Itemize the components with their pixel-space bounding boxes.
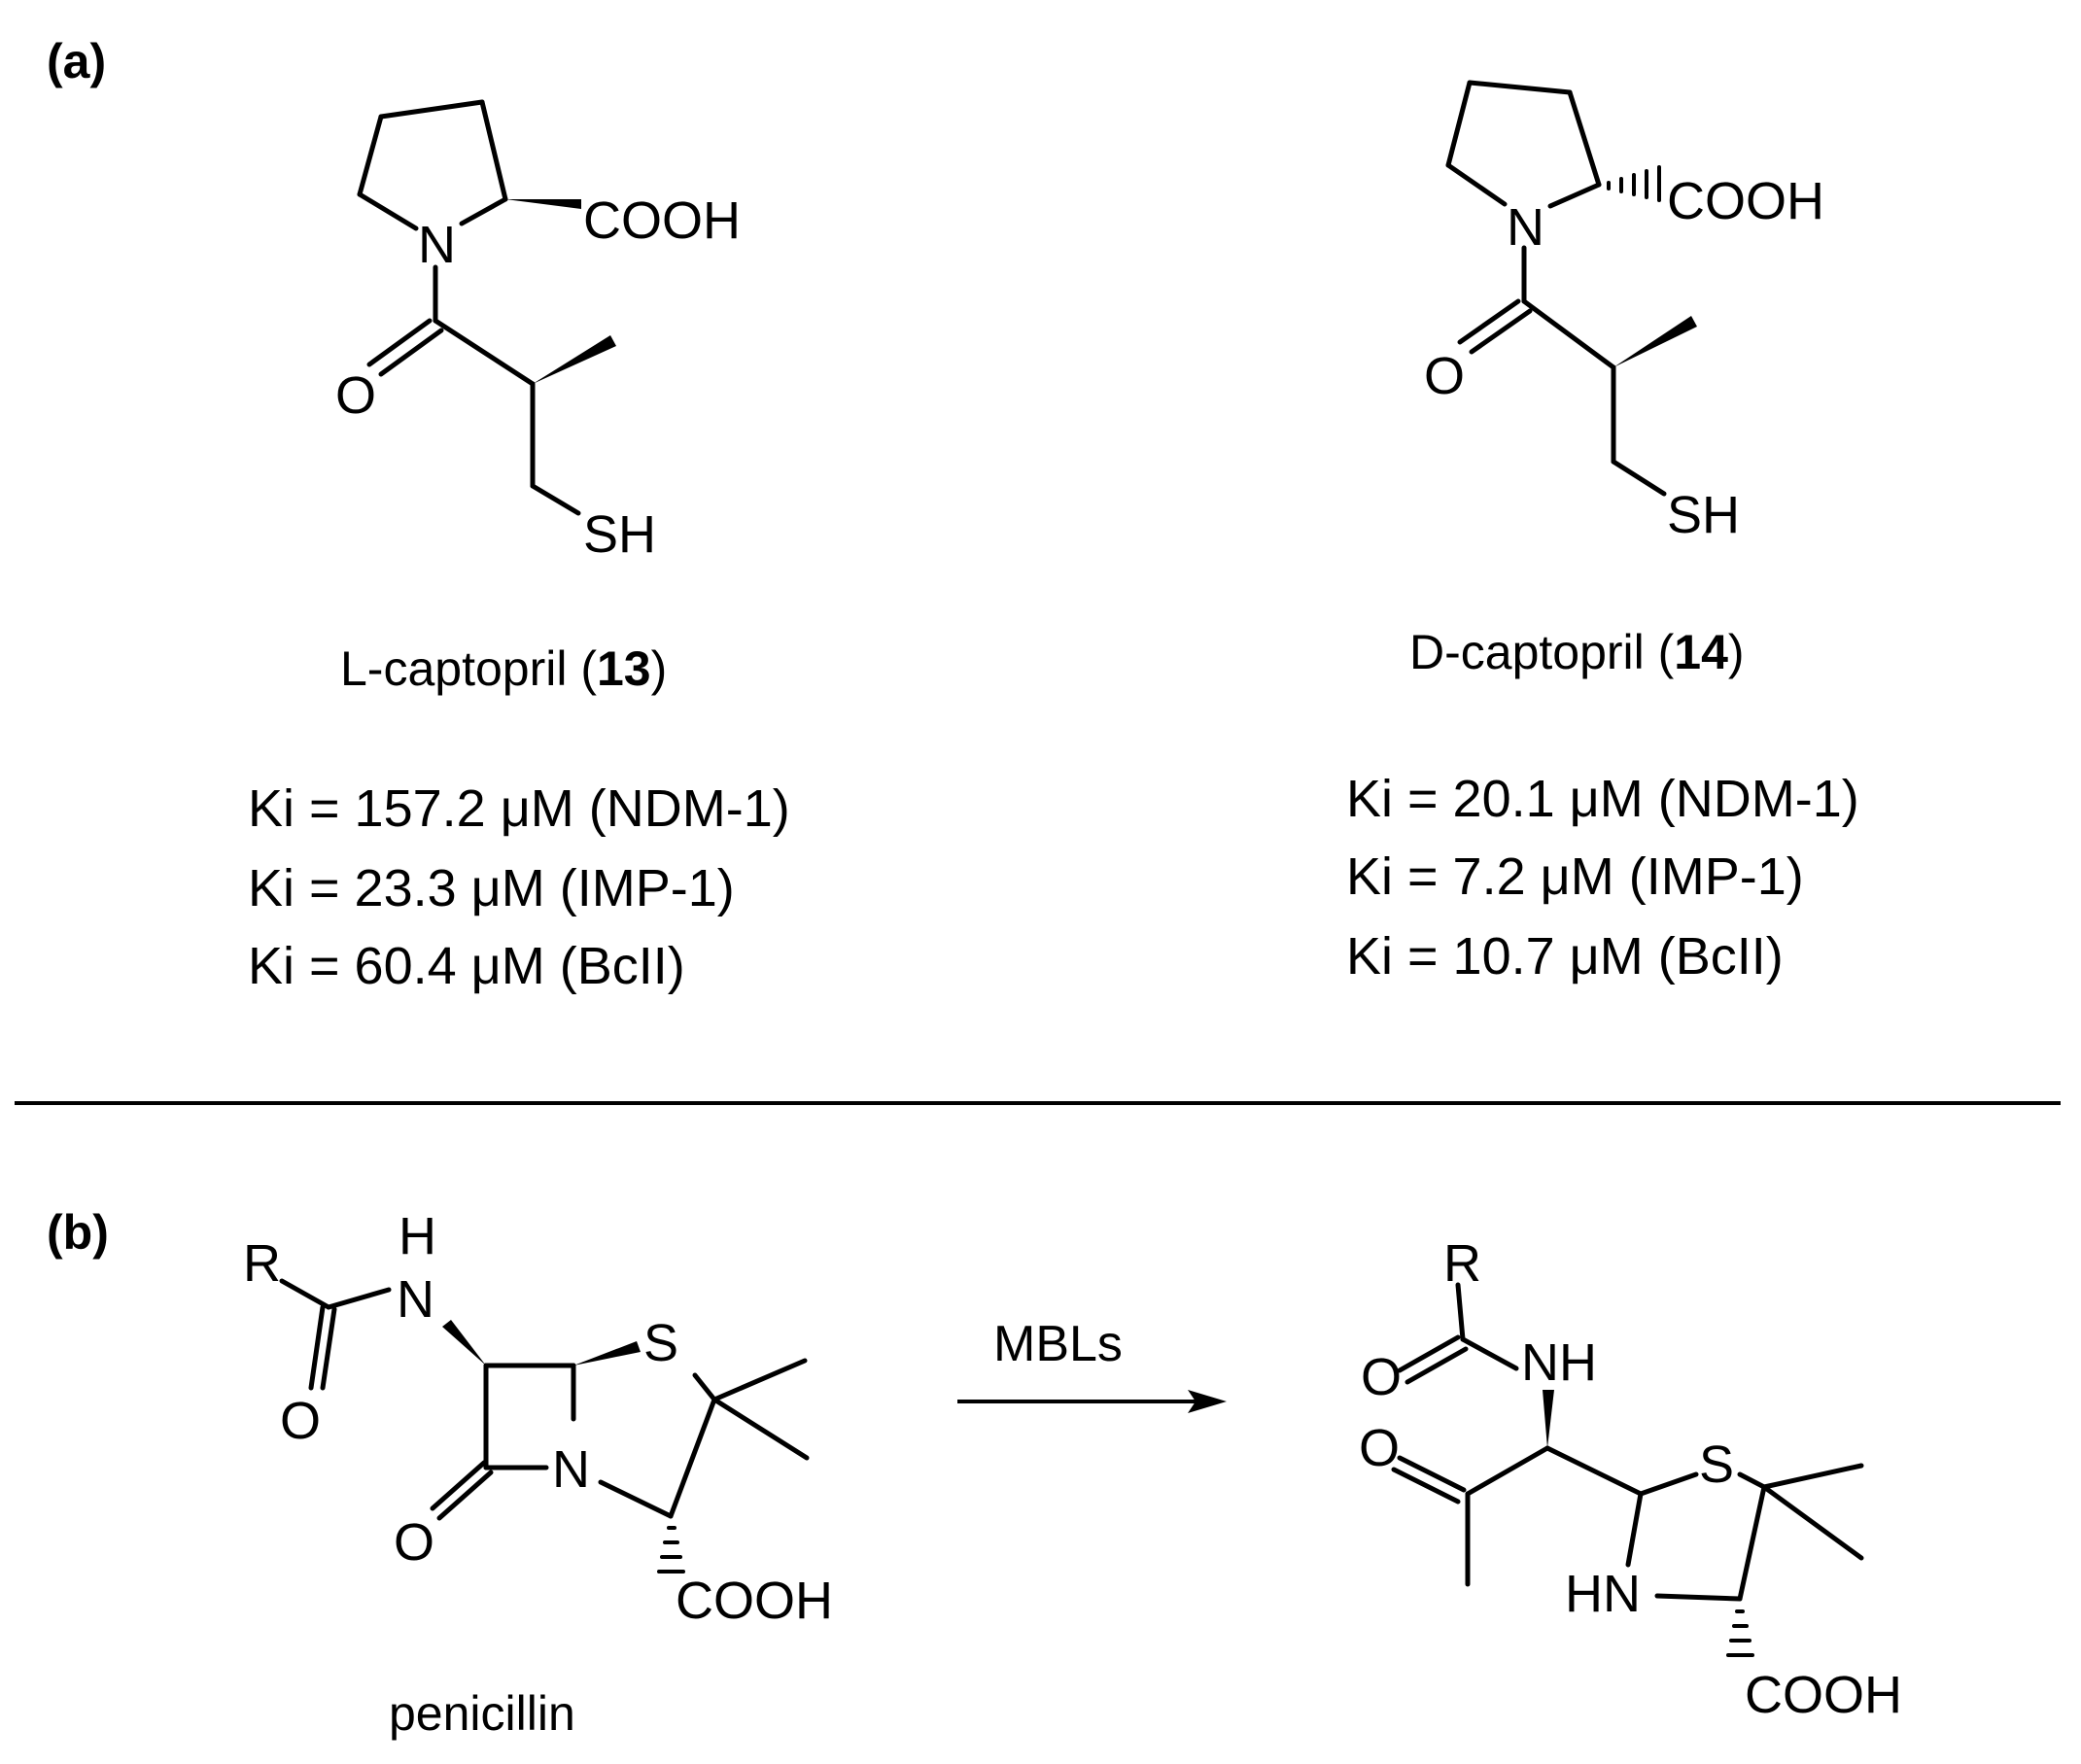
panel-a-label: (a) — [47, 34, 106, 88]
ring-bond — [459, 196, 508, 226]
methyl-bond — [711, 1358, 808, 1402]
atom-s: S — [643, 1314, 678, 1372]
ring-bond — [479, 99, 508, 202]
atom-n: N — [552, 1440, 590, 1499]
bond — [433, 318, 536, 387]
bond — [1465, 1445, 1550, 1497]
compound-14-ki-imp1: Ki = 7.2 μM (IMP-1) — [1346, 847, 1804, 906]
carbonyl-double-bond — [1457, 298, 1521, 345]
atom-n: N — [397, 1270, 434, 1329]
atom-o: O — [1359, 1419, 1400, 1477]
arrow-label: MBLs — [993, 1316, 1123, 1372]
ring-bond — [1737, 1471, 1767, 1490]
atom-h: H — [399, 1207, 436, 1265]
reaction-arrow-head — [1188, 1390, 1227, 1413]
methyl-bond — [1761, 1463, 1864, 1490]
bond — [1544, 1445, 1644, 1497]
panel-b-label: (b) — [47, 1205, 109, 1260]
compound-13-ki-imp1: Ki = 23.3 μM (IMP-1) — [248, 859, 735, 917]
atom-r: R — [243, 1234, 281, 1293]
atom-cooh: COOH — [1745, 1666, 1902, 1724]
ring-bond — [1547, 182, 1602, 209]
compound-13-ki-bcii: Ki = 60.4 μM (BcII) — [248, 937, 685, 995]
ring-bond — [1445, 162, 1508, 207]
methyl-bond — [1761, 1484, 1864, 1561]
ring-bond — [357, 191, 419, 231]
carbonyl-double-bond — [1391, 1467, 1461, 1505]
penicillin-structure — [279, 1278, 810, 1521]
bond — [326, 1287, 392, 1310]
ring-bond — [1567, 89, 1602, 188]
bond — [530, 483, 581, 516]
atom-cooh: COOH — [676, 1572, 833, 1630]
bond — [1611, 459, 1667, 497]
ring-bond — [378, 99, 485, 120]
wedge-bond — [533, 335, 616, 384]
ring-bond — [1654, 1593, 1743, 1602]
wedge-bond — [1613, 316, 1697, 367]
atom-o: O — [1424, 347, 1465, 405]
carbonyl-double-bond — [366, 318, 433, 367]
carbonyl-double-bond — [378, 328, 444, 377]
wedge-bond — [573, 1341, 641, 1366]
atom-o: O — [1361, 1348, 1402, 1406]
bond — [1455, 1282, 1466, 1342]
ring-bond — [598, 1479, 674, 1519]
compound-13-ki-ndm1: Ki = 157.2 μM (NDM-1) — [248, 779, 790, 838]
atom-r: R — [1443, 1234, 1481, 1293]
atom-n: N — [418, 216, 456, 274]
atom-s: S — [1699, 1435, 1734, 1494]
carbonyl-double-bond — [1397, 1455, 1467, 1493]
carbonyl-double-bond — [436, 1470, 494, 1521]
carbonyl-double-bond — [320, 1306, 337, 1391]
ring-bond — [357, 114, 384, 197]
hashed-bond — [657, 1526, 685, 1574]
atom-n: N — [1507, 198, 1544, 257]
atom-sh: SH — [1667, 486, 1740, 544]
atom-o: O — [280, 1392, 321, 1450]
atom-cooh: COOH — [1667, 172, 1824, 230]
carbonyl-double-bond — [1469, 308, 1533, 355]
atom-hn: HN — [1565, 1565, 1641, 1623]
wedge-bond — [442, 1320, 486, 1366]
compound-14-ki-bcii: Ki = 10.7 μM (BcII) — [1346, 927, 1784, 986]
atom-o: O — [335, 366, 376, 425]
atom-nh: NH — [1521, 1333, 1597, 1392]
bond — [1521, 298, 1616, 370]
penicillin-name: penicillin — [389, 1686, 575, 1741]
compound-14-ki-ndm1: Ki = 20.1 μM (NDM-1) — [1346, 770, 1859, 828]
bond — [279, 1278, 331, 1310]
carbonyl-double-bond — [1405, 1346, 1469, 1385]
hashed-bond — [1726, 1609, 1754, 1657]
carbonyl-double-bond — [308, 1304, 326, 1391]
d-captopril-structure — [1445, 80, 1667, 497]
atom-cooh: COOH — [583, 191, 741, 250]
ring-bond — [1638, 1471, 1699, 1497]
atom-o: O — [394, 1513, 434, 1572]
hashed-bond — [1607, 165, 1661, 202]
ring-bond — [692, 1372, 717, 1402]
carbonyl-double-bond — [430, 1460, 487, 1511]
wedge-bond — [505, 199, 581, 209]
wedge-bond — [1543, 1390, 1554, 1448]
atom-sh: SH — [583, 505, 656, 564]
ring-bond — [668, 1397, 717, 1519]
carbonyl-double-bond — [1397, 1334, 1461, 1373]
l-captopril-structure — [357, 99, 581, 516]
ring-bond — [1467, 80, 1573, 95]
bond — [1460, 1336, 1519, 1371]
methyl-bond — [711, 1397, 810, 1461]
ring-bond — [1445, 80, 1473, 168]
ring-bond — [1737, 1484, 1767, 1602]
product-structure — [1391, 1282, 1864, 1602]
compound-14-name: D-captopril (14) — [1409, 625, 1745, 679]
compound-13-name: L-captopril (13) — [340, 641, 667, 696]
ring-bond — [1625, 1491, 1644, 1568]
